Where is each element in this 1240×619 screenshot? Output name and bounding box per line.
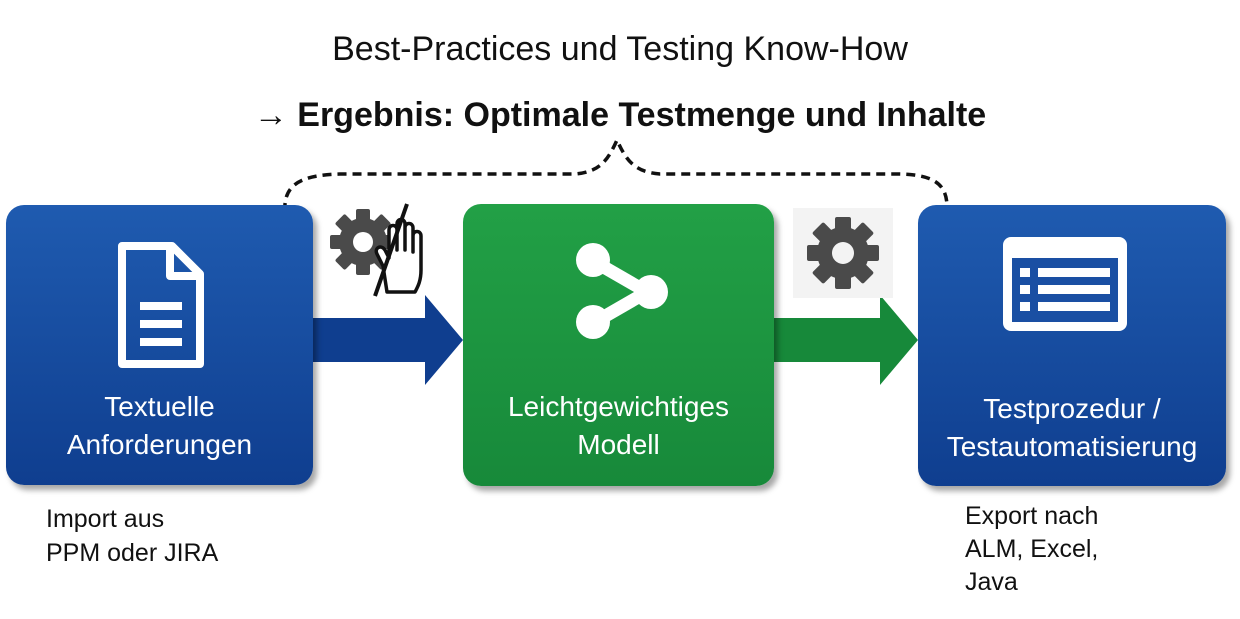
list-window-icon (1003, 237, 1127, 331)
arrow-left-to-mid (312, 295, 463, 385)
gear-icon (807, 217, 879, 289)
arrow-mid-to-right (773, 295, 918, 385)
diagram-title: Best-Practices und Testing Know-How (332, 30, 908, 68)
strike-line (373, 203, 409, 297)
step-label-requirements: Textuelle Anforderungen (66, 391, 253, 460)
import-note: Import aus PPM oder JIRA (46, 505, 219, 567)
right-arrow-glyph: → (253, 96, 288, 134)
step-box-model (463, 204, 774, 486)
step-label-model: Leichtgewichtiges Modell (507, 391, 730, 460)
share-icon (576, 243, 668, 339)
step-label-testprocedure: Testprozedur / Testautomatisierung (946, 393, 1198, 462)
export-note: Export nach ALM, Excel, Java (965, 502, 1099, 596)
hand-icon (374, 217, 423, 294)
result-heading: → Ergebnis: Optimale Testmenge und Inhal… (0, 96, 1240, 135)
gear-no-manual-icon (330, 203, 423, 297)
document-icon (118, 242, 204, 368)
result-text: Ergebnis: Optimale Testmenge und Inhalte (297, 96, 987, 134)
